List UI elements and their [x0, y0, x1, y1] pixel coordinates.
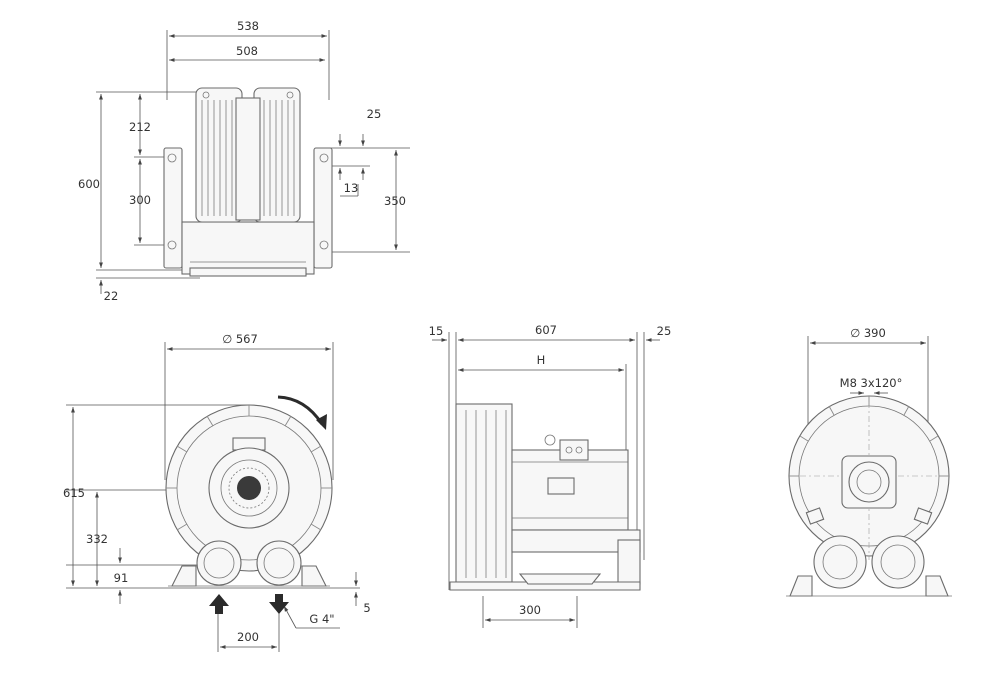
dim-diameter-rear: ∅ 390 [850, 326, 886, 340]
outlet-arrow-icon [269, 594, 289, 614]
dim-diameter-front: ∅ 567 [222, 332, 258, 346]
inlet-arrow-icon [209, 594, 229, 614]
dim-height-total-front: 615 [63, 486, 85, 500]
dim-port-thread: G 4" [309, 612, 334, 626]
dim-width-inner: 508 [236, 44, 258, 58]
top-view: 538 508 600 212 300 22 25 13 350 [78, 19, 410, 303]
blower-top-view-body [163, 87, 333, 277]
dim-port-height: 91 [114, 571, 129, 585]
dim-offset-left: 15 [429, 324, 444, 338]
blower-rear-view-body [786, 395, 952, 597]
dim-foot-spacing: 300 [519, 603, 541, 617]
dim-length: 607 [535, 323, 557, 337]
rear-view: ∅ 390 M8 3x120° [786, 326, 952, 597]
dim-height-lower: 300 [129, 193, 151, 207]
dim-height-upper: 212 [129, 120, 151, 134]
blower-side-view-body [449, 403, 641, 591]
front-view: ∅ 567 615 332 91 5 200 G 4" [63, 332, 371, 652]
dim-height-total: 600 [78, 177, 100, 191]
dim-offset-right: 25 [657, 324, 672, 338]
dim-bolt-pattern: M8 3x120° [840, 376, 903, 390]
dim-base-offset: 5 [363, 601, 370, 615]
dim-port-spacing: 200 [237, 630, 259, 644]
blower-front-view-body [165, 395, 333, 614]
dim-height-center: 332 [86, 532, 108, 546]
dim-bracket-height: 350 [384, 194, 406, 208]
side-view: 15 607 25 H 300 [429, 323, 672, 628]
dim-motor-length: H [537, 353, 546, 367]
dim-bracket-offset: 25 [367, 107, 382, 121]
dim-foot-height: 22 [104, 289, 119, 303]
dim-width-outer: 538 [237, 19, 259, 33]
dim-bracket-thickness: 13 [344, 181, 359, 195]
